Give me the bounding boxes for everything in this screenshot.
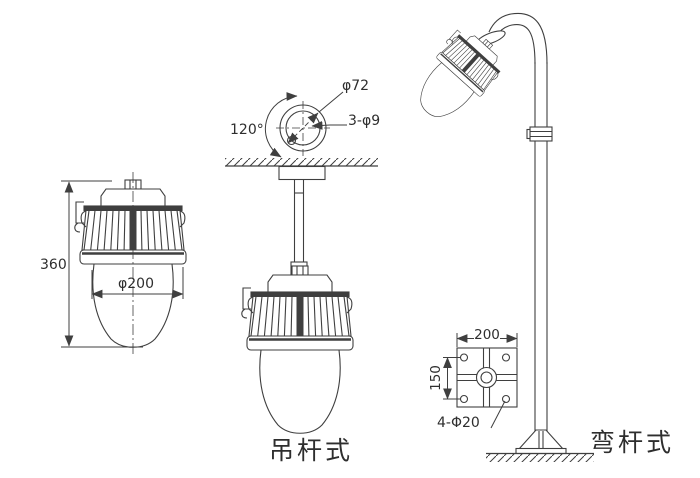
- dim-label-phi200: φ200: [118, 276, 154, 292]
- dim-label-360: 360: [40, 257, 67, 273]
- lamp-pendant: [240, 264, 355, 435]
- hole-spacing-dimension: [443, 356, 461, 400]
- flange-detail: [264, 91, 347, 158]
- lamp-front: [73, 178, 188, 349]
- dim-label-200: 200: [474, 327, 500, 343]
- dim-label-phi72: φ72: [342, 78, 369, 94]
- bent-pole-view: 弯杆式: [401, 12, 674, 462]
- holes-leader-line: [490, 400, 506, 429]
- pendant-view: φ72 3-φ9 120° 吊杆式: [225, 78, 380, 465]
- pole-base: [515, 429, 567, 455]
- dim-text-backing: [474, 328, 500, 340]
- ceiling: [225, 158, 378, 167]
- dim-label-120deg: 120°: [230, 122, 264, 138]
- dim-label-4-phi20: 4-Φ20: [437, 415, 480, 431]
- diameter-dimension-200: [91, 267, 184, 299]
- dim-label-3-phi9: 3-φ9: [348, 113, 380, 129]
- base-plate-detail: 200 150 4-Φ20: [428, 327, 518, 431]
- ground: [486, 452, 594, 462]
- height-dimension-360: [61, 180, 143, 348]
- suspension-rod: [278, 165, 326, 276]
- bent-pole-label: 弯杆式: [590, 428, 674, 457]
- dim-label-150: 150: [428, 365, 444, 391]
- front-view: 360 φ200: [40, 172, 188, 356]
- pendant-label: 吊杆式: [269, 436, 353, 465]
